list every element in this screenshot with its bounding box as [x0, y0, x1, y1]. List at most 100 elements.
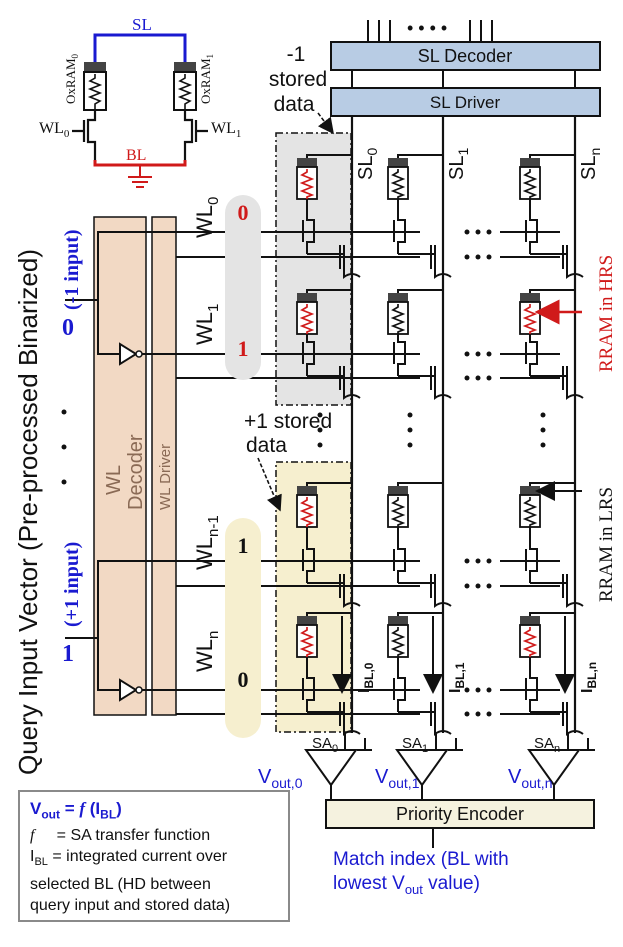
rram-lrs-resistor [522, 169, 538, 199]
sa-wires [330, 733, 595, 800]
wl-value-n: 0 [238, 667, 249, 692]
ibl0-label: IBL,0 [356, 662, 376, 693]
access-transistor [529, 199, 538, 254]
vout1-label: Vout,1 [375, 766, 420, 791]
row-ellipsis [317, 412, 546, 448]
access-transistor [397, 199, 406, 254]
column-ellipsis [464, 229, 492, 717]
inset-cell: SL OxRAM0 OxRAM1 WL0 WL1 BL [39, 15, 241, 188]
pos-stored-label-2: data [246, 434, 287, 457]
sa0-icon [304, 749, 358, 787]
sl-branch [529, 482, 575, 486]
sl-decoder-block [330, 41, 601, 71]
wl-value-capsule-top [225, 195, 261, 380]
legend-line-ibl: IBL = integrated current over [30, 848, 228, 869]
inset-bl-label: BL [126, 147, 146, 164]
minus-one-input: (-1 input) [61, 229, 83, 310]
inverter-bottom-icon [119, 678, 138, 702]
transistor-pair [562, 702, 568, 726]
input-one: 1 [62, 641, 74, 667]
inset-wl1-label: WL1 [211, 120, 241, 140]
inset-oxram0-label: OxRAM0 [63, 53, 80, 104]
sl-branch [306, 154, 352, 158]
access-transistor [529, 527, 538, 583]
sl-driver-block [330, 87, 601, 117]
bl-crossover [566, 390, 584, 400]
sl-branch [397, 289, 443, 293]
sl-driver-label: SL Driver [430, 93, 501, 112]
wl1-row-label: WL1 [192, 304, 222, 345]
sl0-label: SL0 [355, 148, 380, 180]
rram-hrs-resistor [299, 627, 315, 657]
wl-driver-label: WL Driver [157, 444, 174, 510]
inverter-top-icon [119, 342, 138, 366]
bl-crossover [434, 269, 452, 279]
sa0-label: SA0 [312, 735, 338, 755]
sa1-label: SA1 [402, 735, 428, 755]
transistor-pair [562, 366, 568, 390]
match-index-note: Match index (BL with lowest Vout value) [333, 848, 603, 902]
vout0-label: Vout,0 [258, 766, 303, 791]
sl1-label: SL1 [446, 148, 471, 180]
rram-cap [297, 293, 317, 302]
access-transistor [397, 657, 406, 712]
pos-stored-label-1: +1 stored [244, 410, 332, 433]
transistor-pair [562, 574, 568, 598]
sl-vertical-lines [350, 116, 577, 733]
inset-wl0-label: WL0 [39, 120, 70, 140]
wl-value-1: 1 [238, 336, 249, 361]
rram-cap [297, 616, 317, 625]
bl-crossover [343, 269, 361, 279]
transistor-pair [562, 245, 568, 269]
rram-hrs-resistor [299, 304, 315, 334]
rram-hrs-resistor [522, 304, 538, 334]
wln-1-row-label: WLn-1 [192, 515, 222, 570]
rram-cap [388, 616, 408, 625]
ibl1-label: IBL,1 [447, 662, 467, 693]
rram-cap [520, 158, 540, 167]
bl-crossover [343, 390, 361, 400]
priority-encoder-block [325, 799, 595, 829]
legend-line-5: query input and stored data) [30, 896, 231, 914]
input-zero: 0 [62, 315, 74, 341]
transistor-pair [430, 574, 436, 598]
rram-hrs-label: RRAM in HRS [596, 255, 617, 372]
inverter-top-bubble [135, 350, 143, 358]
bl-crossover [434, 390, 452, 400]
wl-value-n-1: 1 [238, 533, 249, 558]
inverter-bottom-bubble [135, 686, 143, 694]
priority-encoder-label: Priority Encoder [396, 804, 524, 824]
inset-oxram0-resistor [87, 74, 103, 110]
bl-crossover [343, 598, 361, 608]
wl-driver-block [151, 216, 177, 716]
bl-crossover [434, 598, 452, 608]
rram-lrs-resistor [390, 497, 406, 527]
sense-amps [304, 749, 581, 787]
bl-crossover [566, 598, 584, 608]
rram-cap [520, 293, 540, 302]
sl-input-pins [367, 20, 493, 42]
rram-lrs-resistor [522, 497, 538, 527]
transistor-pair [430, 702, 436, 726]
neg-stored-label-1: -1 [287, 43, 306, 66]
sl-branch [306, 482, 352, 486]
legend-box: Vout = f (IBL) f = SA transfer function … [18, 790, 290, 922]
input-vertical-dots [61, 409, 67, 485]
wln-row-label: WLn [192, 631, 222, 672]
inset-transistor0 [72, 110, 97, 160]
sl-branch [529, 612, 575, 616]
sl-decoder-links [351, 70, 576, 88]
wl-value-0: 0 [238, 200, 249, 225]
san-label: SAn [534, 735, 560, 755]
match-index-line2: lowest Vout value) [333, 873, 480, 897]
wl0-row-label: WL0 [192, 197, 222, 238]
legend-line-vout: Vout = f (IBL) [30, 799, 122, 822]
rram-cap [297, 158, 317, 167]
wl-decoder-label-2: Decoder [125, 434, 147, 510]
neg-stored-pointer [317, 112, 334, 135]
inset-oxram1-label: OxRAM1 [198, 54, 215, 104]
rram-hrs-resistor [299, 497, 315, 527]
sl-decoder-label: SL Decoder [418, 46, 512, 66]
san-icon [527, 749, 581, 787]
